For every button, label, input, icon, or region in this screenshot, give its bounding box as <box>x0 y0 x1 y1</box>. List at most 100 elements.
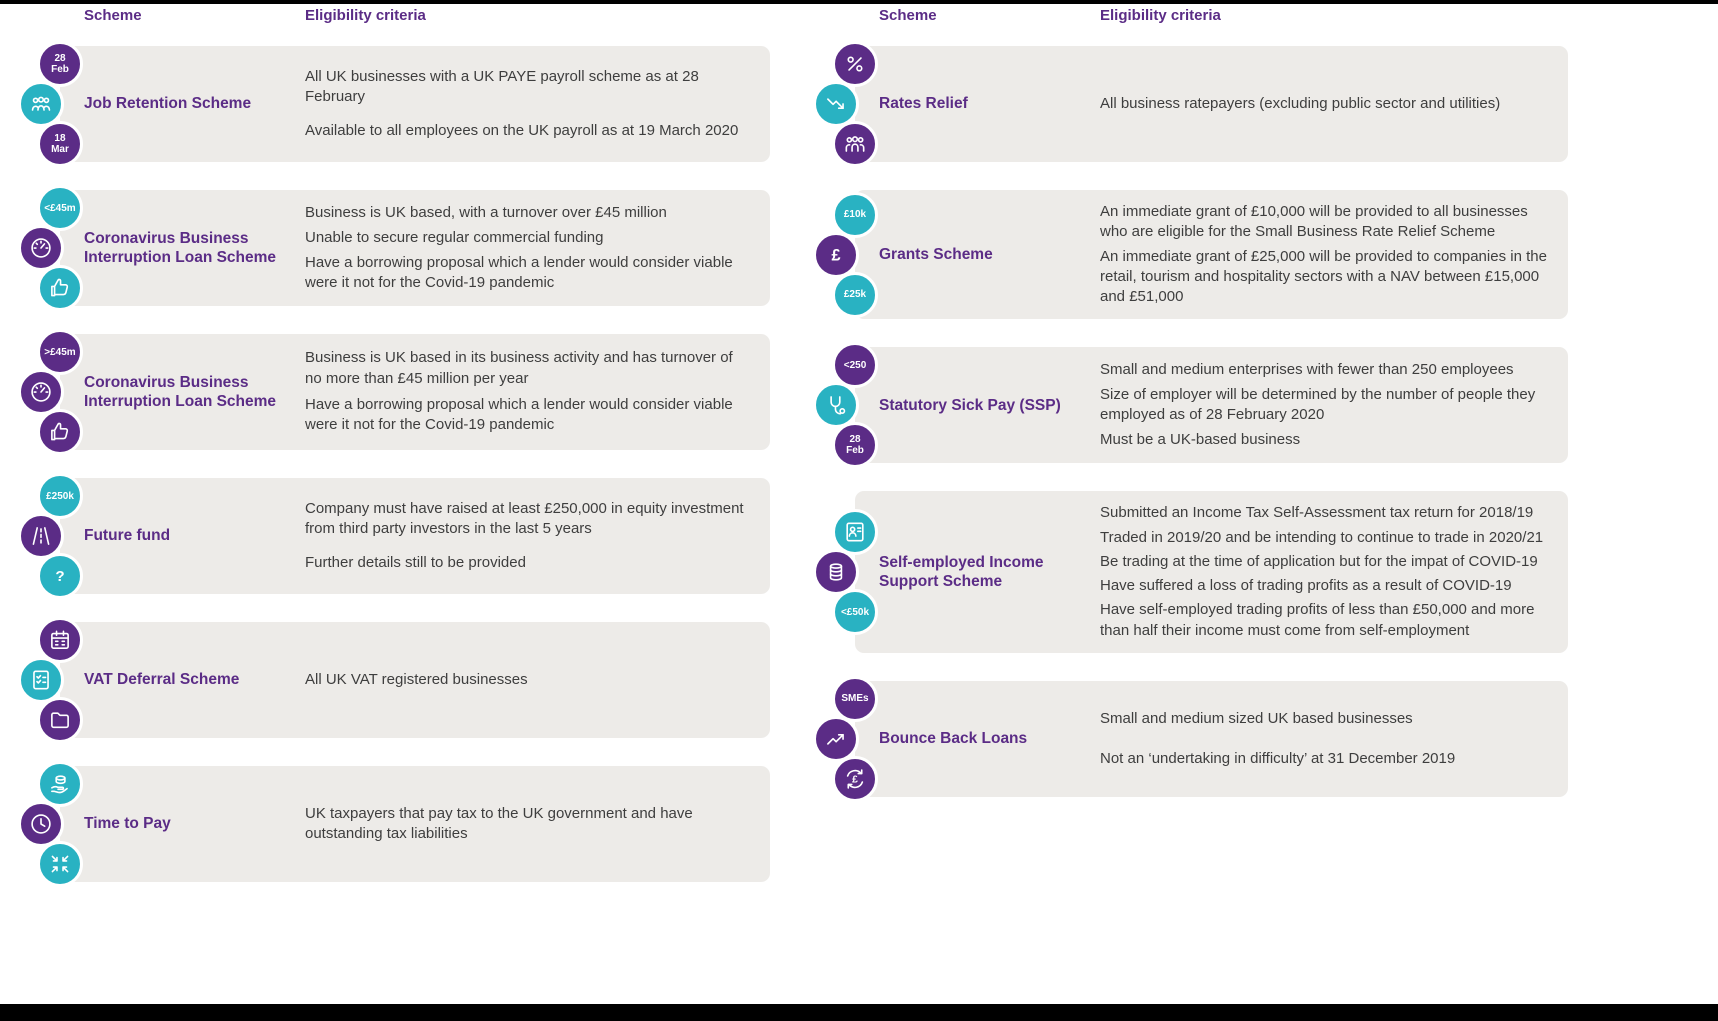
eligibility-criteria-header: Eligibility criteria <box>305 7 426 24</box>
criteria-list: Submitted an Income Tax Self-Assessment … <box>1100 501 1550 643</box>
schemes-column-left: Scheme Eligibility criteria 28 Feb 18 Mar… <box>18 4 770 910</box>
under-250-badge: <250 <box>832 342 878 389</box>
icon-stack <box>18 617 83 743</box>
250k-badge: £250k <box>37 473 83 519</box>
badge-text: 28 Feb <box>846 434 864 457</box>
column-header: Scheme Eligibility criteria <box>60 7 770 24</box>
scheme-name: Time to Pay <box>84 815 171 833</box>
scheme-header: Scheme <box>879 7 937 24</box>
criteria-item: Available to all employees on the UK pay… <box>305 121 739 139</box>
criteria-list: All UK VAT registered businesses <box>305 632 752 728</box>
criteria-item: An immediate grant of £25,000 will be pr… <box>1100 247 1547 306</box>
badge-text: <£45m <box>44 202 76 214</box>
icon-stack: <£50k <box>813 509 878 635</box>
converge-arrows-icon <box>37 841 83 887</box>
svg-text:£: £ <box>852 774 858 785</box>
person-document-icon <box>832 509 878 555</box>
question-icon: ? <box>37 553 83 599</box>
badge-text: £250k <box>46 490 74 502</box>
badge-text: £10k <box>843 209 867 221</box>
over-45m-badge: >£45m <box>37 329 83 375</box>
clock-icon <box>18 801 64 847</box>
criteria-item: Traded in 2019/20 and be intending to co… <box>1100 528 1544 546</box>
svg-text:?: ? <box>55 568 64 585</box>
badge-text: 28 Feb <box>51 53 69 75</box>
criteria-item: Unable to secure regular commercial fund… <box>305 228 604 246</box>
criteria-list: All business ratepayers (excluding publi… <box>1100 56 1550 152</box>
criteria-item: Submitted an Income Tax Self-Assessment … <box>1100 504 1534 522</box>
badge-text: <250 <box>843 359 867 371</box>
thumbs-up-icon <box>37 265 83 311</box>
criteria-list: Business is UK based in its business act… <box>305 344 752 440</box>
criteria-list: An immediate grant of £10,000 will be pr… <box>1100 200 1550 309</box>
criteria-item: Have a borrowing proposal which a lender… <box>305 253 733 291</box>
criteria-item: Business is UK based, with a turnover ov… <box>305 203 667 221</box>
criteria-item: All UK businesses with a UK PAYE payroll… <box>305 68 699 106</box>
gauge-icon <box>18 225 64 271</box>
criteria-item: An immediate grant of £10,000 will be pr… <box>1100 203 1528 241</box>
date-28-feb-badge: 28 Feb <box>832 422 878 469</box>
top-black-bar <box>0 0 1718 4</box>
criteria-item: Be trading at the time of application bu… <box>1100 552 1538 570</box>
criteria-item: All UK VAT registered businesses <box>305 670 528 688</box>
pound-icon: £ <box>813 231 859 278</box>
bottom-black-bar <box>0 1004 1718 1021</box>
icon-stack: <250 28 Feb <box>813 342 878 469</box>
scheme-name: Coronavirus Business Interruption Loan S… <box>84 373 277 410</box>
criteria-item: UK taxpayers that pay tax to the UK gove… <box>305 804 693 842</box>
scheme-name: Job Retention Scheme <box>84 95 252 113</box>
badge-text: £25k <box>843 289 867 301</box>
criteria-item: Have self-employed trading profits of le… <box>1100 601 1535 639</box>
criteria-list: Small and medium enterprises with fewer … <box>1100 357 1550 453</box>
eligibility-criteria-header: Eligibility criteria <box>1100 7 1221 24</box>
icon-stack: >£45m <box>18 329 83 455</box>
10k-badge: £10k <box>832 191 878 238</box>
criteria-item: Business is UK based in its business act… <box>305 349 733 387</box>
scheme-name: Statutory Sick Pay (SSP) <box>879 396 1061 414</box>
scheme-name: Future fund <box>84 527 171 545</box>
icon-stack <box>813 41 878 167</box>
badge-text: <£50k <box>840 606 870 618</box>
scheme-row: £10k £ £25k Grants Scheme An immediate grant… <box>813 190 1568 320</box>
criteria-item: Small and medium sized UK based business… <box>1100 709 1413 727</box>
icon-stack <box>18 761 83 887</box>
payroll-people-icon <box>18 81 64 127</box>
badge-text: 18 Mar <box>51 133 69 155</box>
scheme-row: <250 28 Feb Statutory Sick Pay (SSP) Small … <box>813 342 1568 469</box>
criteria-item: Further details still to be provided <box>305 553 526 571</box>
under-50k-badge: <£50k <box>832 589 878 635</box>
chart-decrease-icon <box>813 81 859 127</box>
calendar-icon <box>37 617 83 663</box>
stethoscope-icon <box>813 382 859 429</box>
gauge-icon <box>18 369 64 415</box>
under-45m-badge: <£45m <box>37 185 83 231</box>
scheme-row: Time to Pay UK taxpayers that pay tax to … <box>18 761 770 887</box>
criteria-item: Must be a UK-based business <box>1100 431 1301 449</box>
group-icon <box>832 121 878 167</box>
schemes-column-right: Scheme Eligibility criteria Rates Relief… <box>813 4 1568 825</box>
motorway-icon <box>18 513 64 559</box>
scheme-name: Grants Scheme <box>879 245 993 263</box>
coins-stack-icon <box>813 549 859 595</box>
percent-icon <box>832 41 878 87</box>
icon-stack: £250k? <box>18 473 83 599</box>
coins-hand-icon <box>37 761 83 807</box>
criteria-item: Not an ‘undertaking in difficulty’ at 31… <box>1100 749 1456 767</box>
date-18-mar-badge: 18 Mar <box>37 121 83 167</box>
icon-stack: <£45m <box>18 185 83 311</box>
criteria-item: Have a borrowing proposal which a lender… <box>305 396 733 434</box>
criteria-list: All UK businesses with a UK PAYE payroll… <box>305 56 752 152</box>
chart-increase-icon <box>813 715 859 762</box>
pound-refresh-icon: £ <box>832 755 878 802</box>
scheme-name: Bounce Back Loans <box>879 730 1028 748</box>
icon-stack: SMEs£ <box>813 675 878 802</box>
criteria-item: Small and medium enterprises with fewer … <box>1100 361 1514 378</box>
folder-icon <box>37 697 83 743</box>
